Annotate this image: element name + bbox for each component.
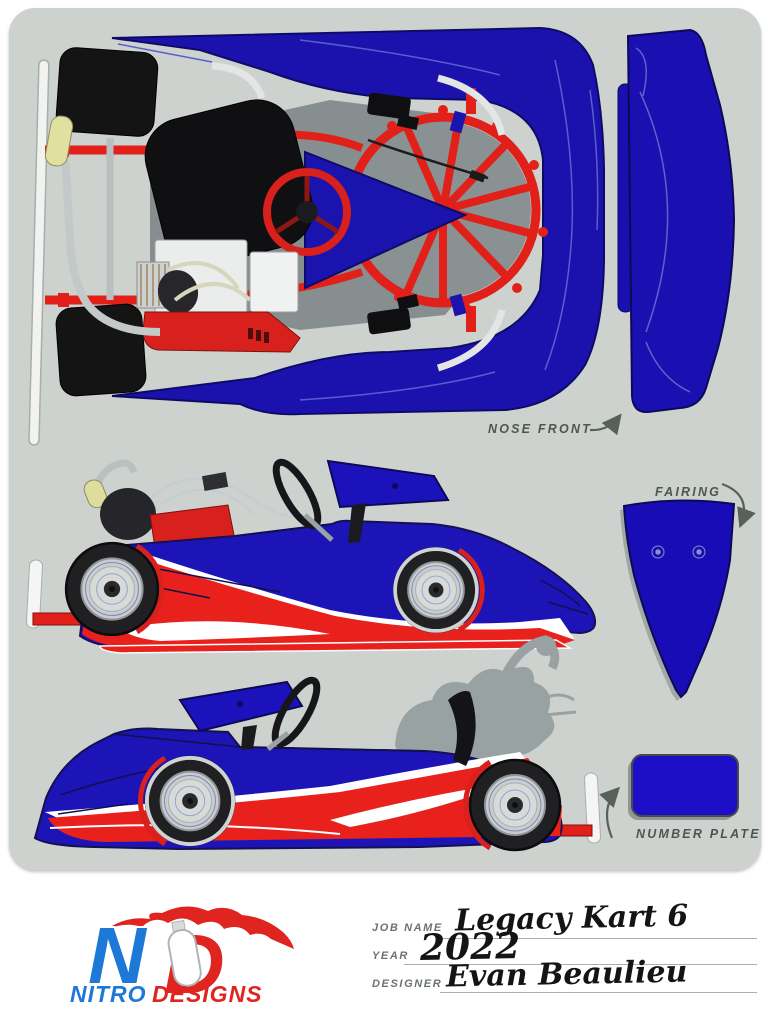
kart-side-view-left: [33, 635, 602, 852]
front-fender-arc: [457, 547, 485, 633]
nitro-designs-logo: D N NITRO DESIGNS: [70, 906, 294, 1009]
logo-word-nitro: NITRO: [70, 981, 147, 1007]
air-filter-side: [100, 488, 156, 540]
fairing-piece: [620, 499, 736, 701]
rear-bumper-bar: [28, 59, 50, 446]
front-fender-arc-left: [138, 755, 167, 847]
nose-front-label: NOSE FRONT: [488, 422, 592, 436]
muffler-side: [83, 479, 108, 509]
designer-line: [440, 992, 757, 993]
nitrous-bottle-icon: [167, 919, 202, 987]
seat-fin-silhouette: [448, 691, 476, 766]
nose-front-seams: [635, 47, 691, 393]
designer-label: DESIGNER: [372, 978, 443, 990]
red-sill-right: [99, 639, 573, 654]
number-plate-arrow: [599, 786, 621, 839]
fairing-rivets: [651, 545, 706, 559]
job-name-label: JOB NAME: [372, 922, 443, 934]
rear-bumper-side: [26, 559, 43, 629]
steering-wheel-top: [263, 168, 351, 256]
logo-flames: [104, 906, 294, 949]
air-filter-top: [157, 270, 199, 314]
ghost-engine: [395, 635, 577, 764]
front-frame-hoops: [211, 62, 506, 372]
top-view-bodywork: [111, 26, 605, 416]
fairing-label: FAIRING: [655, 485, 721, 499]
rear-fender-arc: [135, 543, 164, 635]
number-plate-label: NUMBER PLATE: [636, 827, 761, 841]
steering-column-left: [266, 731, 290, 751]
engine-assembly-top: [44, 115, 301, 353]
front-spindle-bottom: [466, 306, 476, 332]
year-line: [404, 964, 757, 965]
front-spindle-top: [466, 88, 476, 114]
rear-wheel-right-view: [64, 541, 160, 637]
job-info-form: JOB NAME Legacy Kart 6 YEAR 2022 DESIGNE…: [370, 893, 762, 1005]
fairing-shape: [622, 499, 736, 699]
nose-front-piece: [617, 28, 736, 414]
logo-letter-n: N: [88, 911, 148, 1000]
side-number-plate-right: [326, 459, 450, 509]
exhaust-side: [91, 459, 138, 493]
fuel-hoses: [167, 261, 252, 302]
front-wheel-right-view: [392, 546, 480, 634]
nose-front-shape: [626, 28, 736, 414]
number-plate-sample: [628, 754, 739, 820]
rear-tire-left: [55, 47, 159, 137]
steering-column-right: [303, 513, 334, 542]
kart-side-view-right: [26, 458, 597, 654]
rear-wheel-left-view: [468, 758, 562, 852]
plate-post-left: [241, 725, 257, 750]
fairing-arrow: [721, 482, 756, 529]
pedal-brackets: [367, 92, 420, 335]
cable-clamp: [469, 169, 486, 183]
bodywork-seams: [117, 39, 599, 401]
plate-post-right: [348, 503, 366, 543]
nose-front-arrow: [589, 413, 622, 436]
rear-fender-arc-left: [463, 759, 492, 851]
spindle-caps-blue: [449, 110, 467, 317]
job-name-line: [440, 938, 757, 939]
logo-word-designs: DESIGNS: [152, 981, 263, 1007]
muffler-top: [44, 115, 74, 167]
white-wisp-right: [120, 621, 330, 641]
designer-value: Evan Beaulieu: [445, 954, 688, 995]
engine-side: [83, 459, 301, 549]
year-label: YEAR: [372, 950, 409, 962]
front-wheel-left-view: [144, 755, 236, 847]
kart-top-view: [28, 26, 605, 446]
plate-shape: [631, 754, 739, 817]
carburetor: [201, 472, 229, 491]
